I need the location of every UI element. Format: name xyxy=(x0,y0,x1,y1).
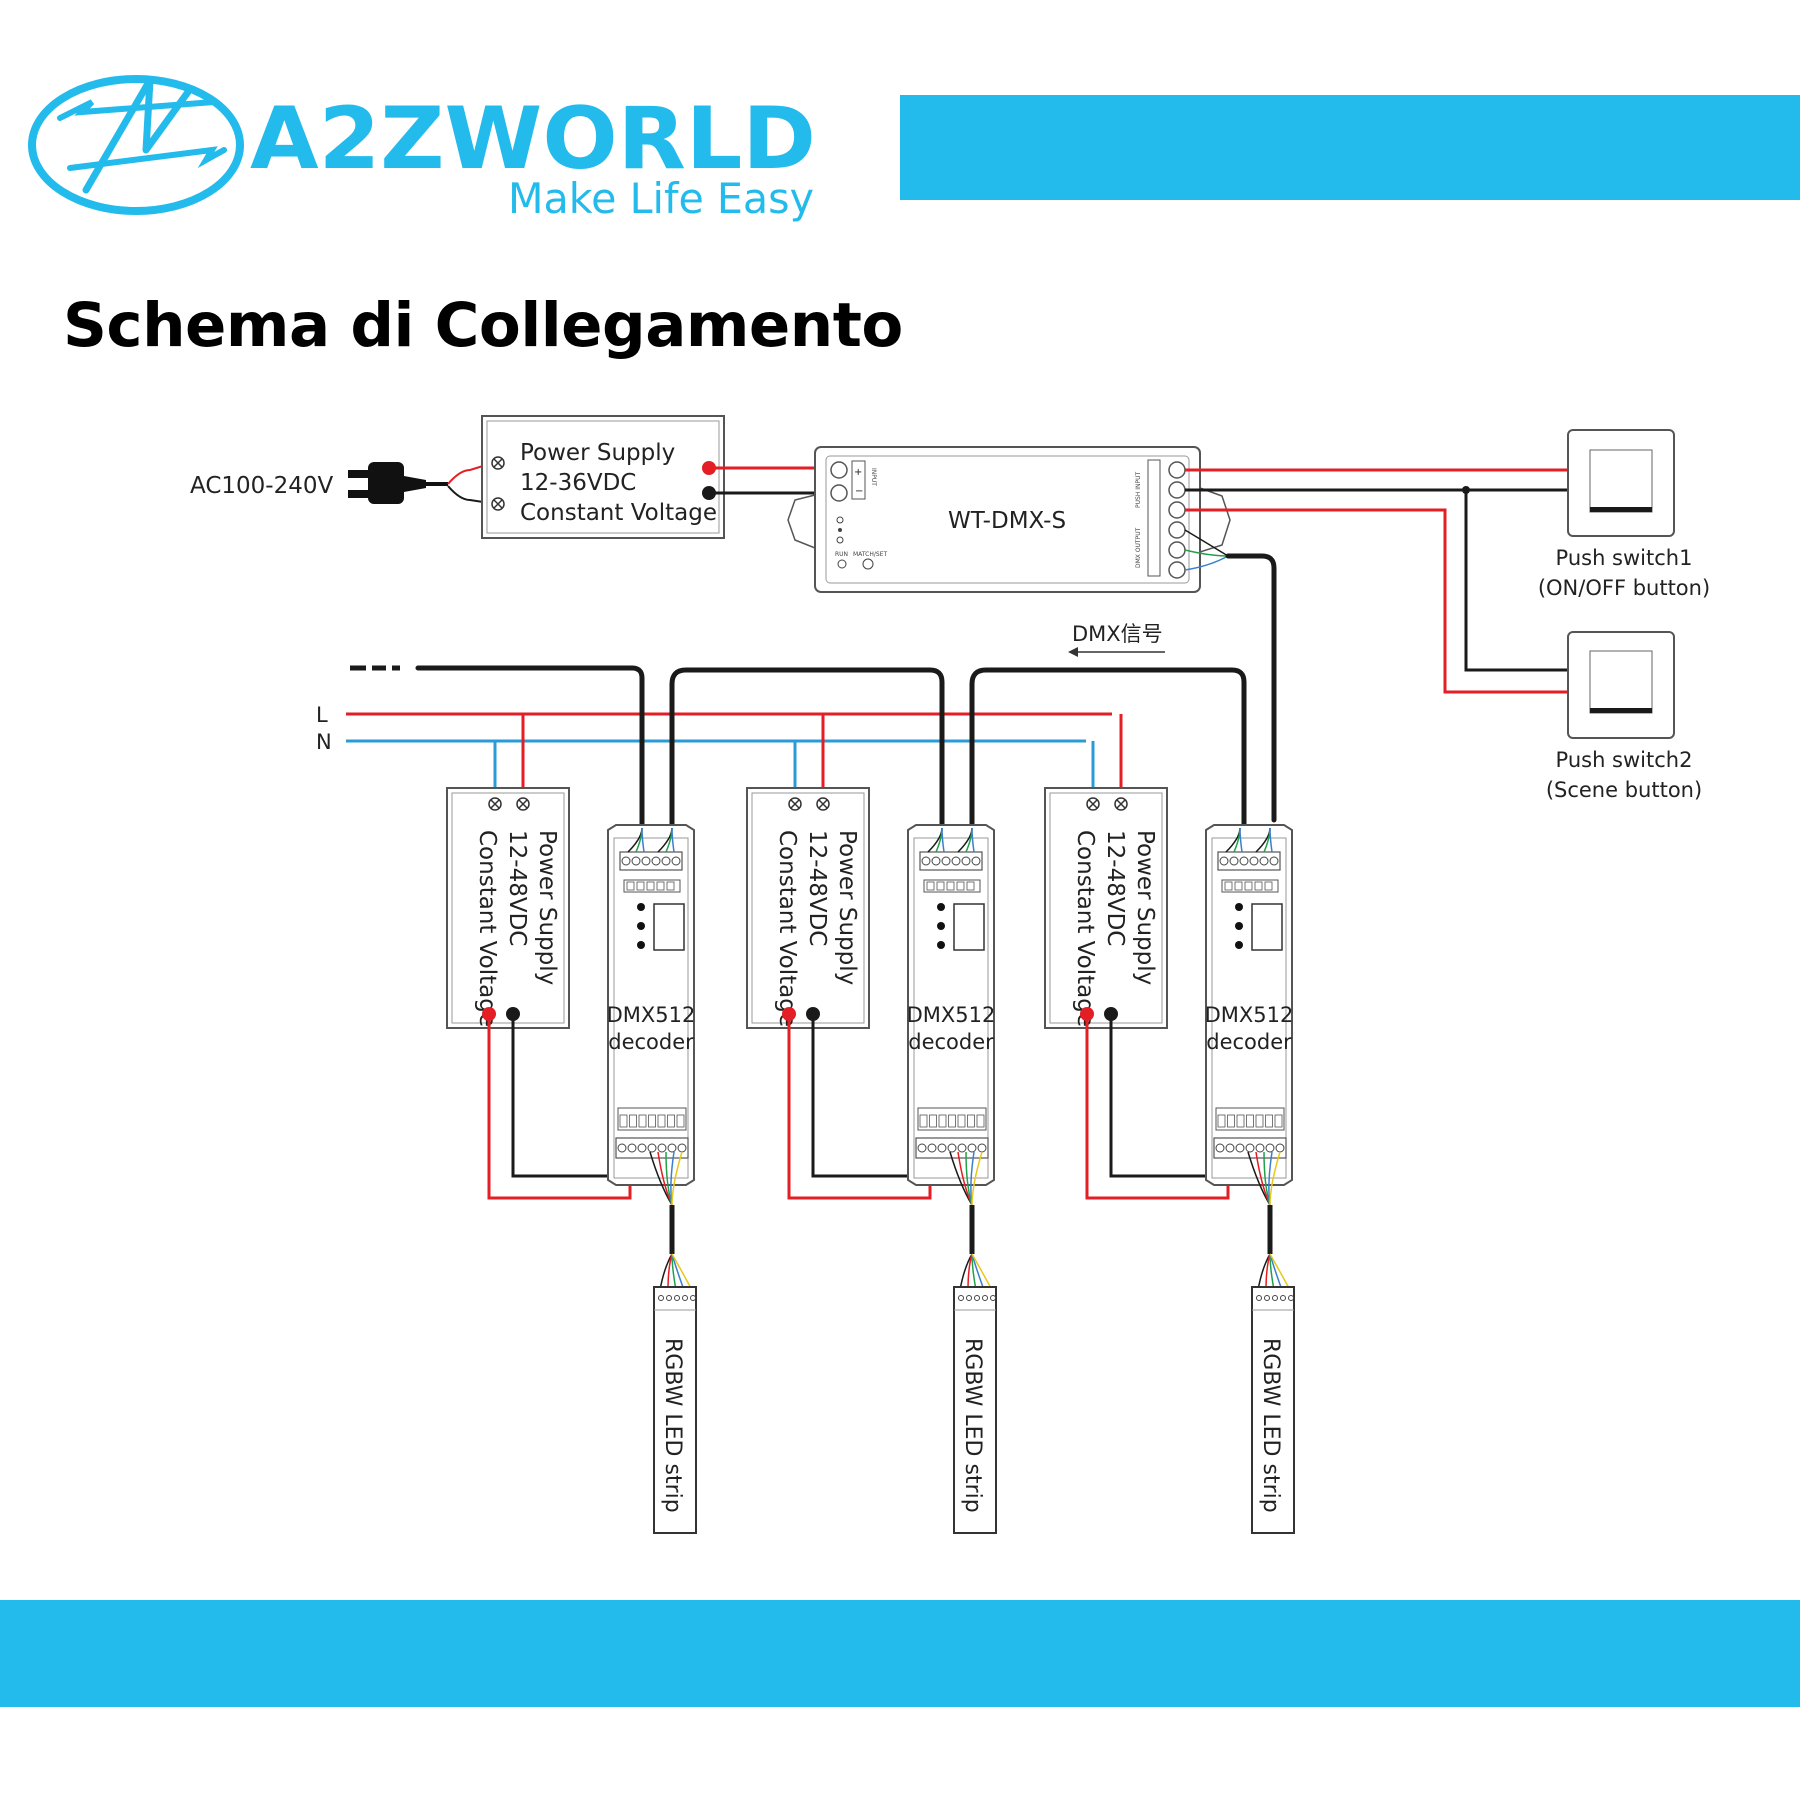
screw-terminal-icon xyxy=(788,797,802,811)
psu-label-line-3: Constant Voltage xyxy=(1072,830,1098,1027)
rgbw-led-strip: RGBW LED strip xyxy=(653,1286,697,1534)
main-psu-line2: 12-36VDC xyxy=(520,470,636,496)
run-led-icon xyxy=(837,559,847,569)
screw-terminal-icon xyxy=(491,456,505,470)
psu-label-line-1: Power Supply xyxy=(534,830,560,985)
dmx-decoder: DMX512 decoder xyxy=(907,824,996,1186)
header-band xyxy=(900,95,1800,200)
main-psu-line3: Constant Voltage xyxy=(520,500,717,526)
push-switch-1-function: (ON/OFF button) xyxy=(1538,576,1710,600)
push-switch-1[interactable]: Push switch1 (ON/OFF button) xyxy=(1538,429,1710,600)
push-switch-1-name: Push switch1 xyxy=(1556,546,1693,570)
screw-terminal-icon xyxy=(488,797,502,811)
signal-direction-arrow xyxy=(1068,647,1165,657)
push-switch-2-function: (Scene button) xyxy=(1546,778,1702,802)
mains-l-label: L xyxy=(316,703,328,727)
decoder-mode-button[interactable] xyxy=(1235,903,1243,911)
rgbw-led-strip: RGBW LED strip xyxy=(953,1286,997,1534)
decoder-down-button[interactable] xyxy=(937,941,945,949)
rgbw-led-strip: RGBW LED strip xyxy=(1251,1286,1295,1534)
footer-band xyxy=(0,1600,1800,1707)
decoder-display xyxy=(953,903,985,951)
psu-label-line-2: 12-48VDC xyxy=(504,830,530,946)
decoder-mode-button[interactable] xyxy=(637,903,645,911)
match-set-label: MATCH/SET xyxy=(853,551,887,558)
psu-label-line-1: Power Supply xyxy=(834,830,860,985)
match-set-button[interactable] xyxy=(862,558,874,570)
controller-input-label: INPUT xyxy=(870,468,877,486)
decoder-name: DMX512 xyxy=(1205,1003,1294,1027)
decoder-up-button[interactable] xyxy=(937,922,945,930)
page-title: Schema di Collegamento xyxy=(63,290,903,361)
strip-label: RGBW LED strip xyxy=(960,1338,985,1513)
decoder-up-button[interactable] xyxy=(637,922,645,930)
dmx-output-label: DMX OUTPUT xyxy=(1135,527,1142,568)
decoder-down-button[interactable] xyxy=(1235,941,1243,949)
decoder-display xyxy=(653,903,685,951)
push-input-label: PUSH INPUT xyxy=(1135,471,1142,508)
decoder-mode-button[interactable] xyxy=(937,903,945,911)
screw-terminal-icon xyxy=(516,797,530,811)
screw-terminal-icon xyxy=(1114,797,1128,811)
push-switch-2-name: Push switch2 xyxy=(1556,748,1693,772)
screw-terminal-icon xyxy=(816,797,830,811)
main-power-supply: AC100-240V Power Supply 12-36VDC xyxy=(190,415,725,539)
psu-label-line-3: Constant Voltage xyxy=(474,830,500,1027)
dmx-controller: + − INPUT RUN MATCH/SET WT-DMX-S PUSH IN… xyxy=(787,446,1231,593)
decoder-type: decoder xyxy=(608,1030,694,1054)
decoder-type: decoder xyxy=(1206,1030,1292,1054)
svg-text:+: + xyxy=(854,467,862,478)
decoder-display xyxy=(1251,903,1283,951)
psu-label-line-2: 12-48VDC xyxy=(1102,830,1128,946)
decoder-name: DMX512 xyxy=(907,1003,996,1027)
brand-name: A2ZWORLD xyxy=(250,89,816,189)
brand-tagline: Make Life Easy xyxy=(508,174,814,223)
run-label: RUN xyxy=(835,551,848,558)
ac-input-label: AC100-240V xyxy=(190,473,333,499)
brand-logo: A2ZWORLD Make Life Easy xyxy=(28,75,816,223)
dmx-decoder: DMX512 decoder xyxy=(607,824,696,1186)
psu-label-line-2: 12-48VDC xyxy=(804,830,830,946)
screw-terminal-icon xyxy=(491,497,505,511)
ac-plug-icon xyxy=(348,462,448,504)
push-switch-2[interactable]: Push switch2 (Scene button) xyxy=(1546,631,1702,802)
mains-n-label: N xyxy=(316,730,332,754)
dmx-decoder: DMX512 decoder xyxy=(1205,824,1294,1186)
main-psu-line1: Power Supply xyxy=(520,440,675,466)
strip-label: RGBW LED strip xyxy=(660,1338,685,1513)
controller-terminal-block xyxy=(1168,461,1186,579)
decoder-type: decoder xyxy=(908,1030,994,1054)
controller-name: WT-DMX-S xyxy=(948,508,1066,534)
decoder-name: DMX512 xyxy=(607,1003,696,1027)
dc-jack-icon xyxy=(836,516,844,544)
decoder-up-button[interactable] xyxy=(1235,922,1243,930)
dmx-signal-label: DMX信号 xyxy=(1072,622,1163,646)
screw-terminal-icon xyxy=(1086,797,1100,811)
psu-label-line-1: Power Supply xyxy=(1132,830,1158,985)
psu-label-line-3: Constant Voltage xyxy=(774,830,800,1027)
svg-text:−: − xyxy=(855,486,863,497)
decoder-down-button[interactable] xyxy=(637,941,645,949)
strip-label: RGBW LED strip xyxy=(1258,1338,1283,1513)
